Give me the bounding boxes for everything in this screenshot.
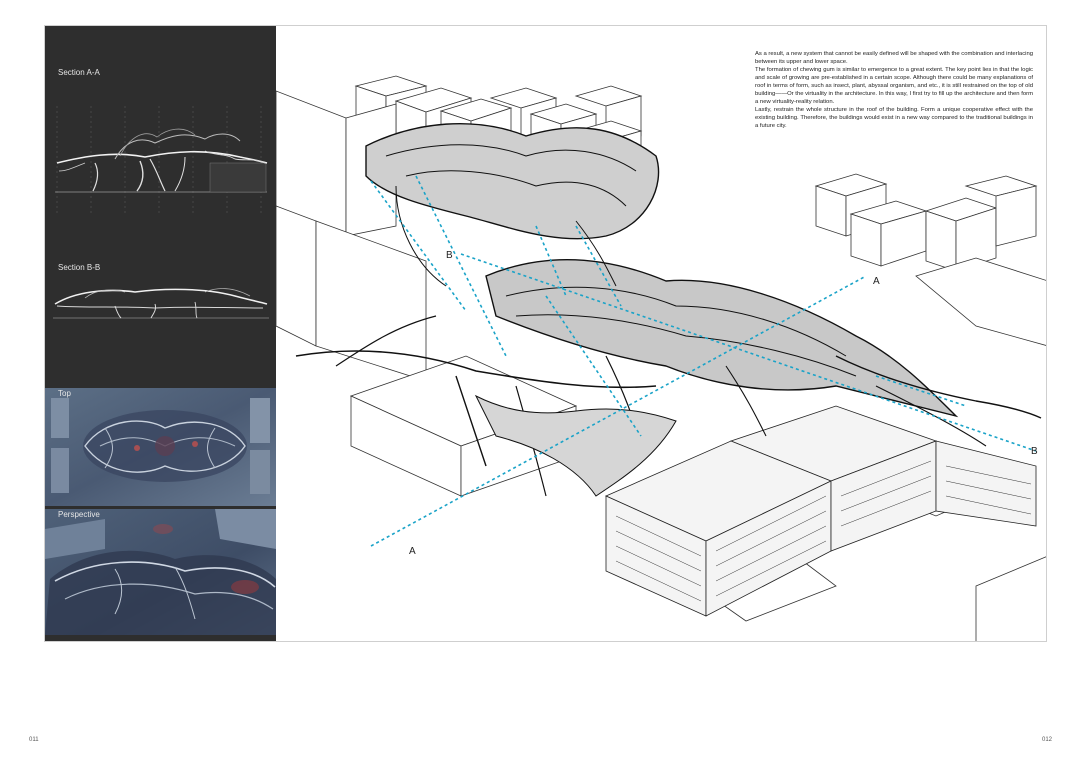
paragraph-3: Lastly, restrain the whole structure in … xyxy=(755,106,1033,129)
paragraph-2: The formation of chewing gum is similar … xyxy=(755,66,1033,105)
marker-b-right: B xyxy=(1031,446,1038,457)
perspective-render: Perspective xyxy=(45,509,276,635)
paragraph-1: As a result, a new system that cannot be… xyxy=(755,51,1034,65)
perspective-label: Perspective xyxy=(58,510,100,519)
section-b-label: Section B-B xyxy=(58,263,101,272)
building-windows xyxy=(615,460,1032,602)
existing-building xyxy=(605,405,1037,617)
context-buildings xyxy=(276,75,1046,641)
axonometric-drawing: A A B B xyxy=(276,75,1046,641)
page-spread: Section A-A Section B-B xyxy=(44,25,1047,642)
cut-lines xyxy=(370,175,1037,547)
section-b-drawing xyxy=(53,288,269,319)
description-text: As a result, a new system that cannot be… xyxy=(755,51,1033,131)
top-view-render: Top xyxy=(45,388,276,506)
section-a-label: Section A-A xyxy=(58,68,100,77)
page-number-right: 012 xyxy=(1042,737,1053,743)
roof-structure xyxy=(295,122,1042,497)
marker-b-left: B xyxy=(446,250,453,261)
top-label: Top xyxy=(58,389,71,398)
perspective-render-image xyxy=(45,509,276,635)
page-number-left: 011 xyxy=(29,737,39,743)
top-render-image xyxy=(45,388,276,506)
marker-a-top: A xyxy=(873,276,880,287)
section-a-drawing xyxy=(55,106,268,213)
left-panel: Section A-A Section B-B xyxy=(45,26,276,641)
marker-a-bottom: A xyxy=(409,546,416,557)
